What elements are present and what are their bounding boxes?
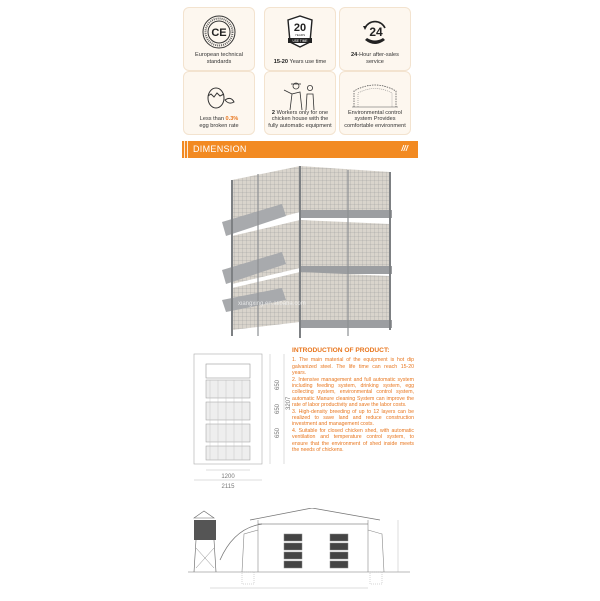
svg-text:20: 20 (294, 22, 306, 34)
card-caption: Environmental control system Provides co… (344, 110, 406, 129)
svg-text:650: 650 (275, 379, 281, 390)
cage-dimension-drawing: 650 650 650 3207 1200 2115 (190, 352, 292, 492)
product-introduction: INTRODUCTION OF PRODUCT: 1. The main mat… (292, 347, 414, 454)
intro-title: INTRODUCTION OF PRODUCT: (292, 347, 390, 354)
ce-certification-icon: CE (184, 14, 254, 50)
svg-text:650: 650 (275, 403, 281, 414)
svg-text:YEARS: YEARS (295, 33, 305, 37)
section-banner-dimension: DIMENSION /// (182, 141, 418, 158)
24-hour-phone-icon: 24 (340, 14, 410, 50)
workers-icon (265, 78, 335, 114)
card-caption: 15-20 Years use time (273, 58, 327, 65)
banner-accent-line (187, 141, 188, 158)
banner-decoration: /// (401, 144, 408, 153)
feature-card-service: 24 24-Hour after-sales service (339, 7, 411, 71)
feature-card-workers: 2 Workers only for one chicken house wit… (264, 71, 336, 135)
feature-card-environment: Environmental control system Provides co… (339, 71, 411, 135)
feature-card-years: 20 YEARS USE TIME 15-20 Years use time (264, 7, 336, 71)
20-years-badge-icon: 20 YEARS USE TIME (265, 14, 335, 50)
broken-egg-icon (184, 78, 254, 114)
svg-text:CE: CE (211, 27, 226, 39)
banner-accent-line (184, 141, 185, 158)
intro-point: 2. Intensive management and full automat… (292, 376, 414, 409)
card-caption: European technical standards (195, 52, 243, 65)
svg-text:2115: 2115 (222, 484, 236, 490)
chicken-house-section-drawing (184, 507, 418, 596)
shed-ventilation-icon (340, 78, 410, 114)
card-caption: 24-Hour after-sales service (351, 52, 399, 65)
svg-text:24: 24 (369, 25, 383, 39)
svg-text:USE TIME: USE TIME (293, 39, 308, 43)
section-title: DIMENSION (193, 144, 247, 154)
feature-card-ce: CE European technical standards (183, 7, 255, 71)
product-photo: xiangxing.en.alibaba.com (218, 160, 394, 340)
svg-text:1200: 1200 (221, 474, 235, 480)
feature-card-egg: Less than 0.3%egg broken rate (183, 71, 255, 135)
card-caption: Less than 0.3%egg broken rate (199, 116, 239, 129)
svg-text:xiangxing.en.alibaba.com: xiangxing.en.alibaba.com (238, 301, 306, 307)
intro-point: 4. Suitable for closed chicken shed, wit… (292, 427, 414, 454)
intro-point: 3. High-density breeding of up to 12 lay… (292, 408, 414, 428)
card-caption: 2 Workers only for one chicken house wit… (268, 110, 332, 129)
intro-point: 1. The main material of the equipment is… (292, 357, 414, 377)
svg-text:3207: 3207 (286, 396, 290, 410)
svg-text:650: 650 (275, 427, 281, 438)
